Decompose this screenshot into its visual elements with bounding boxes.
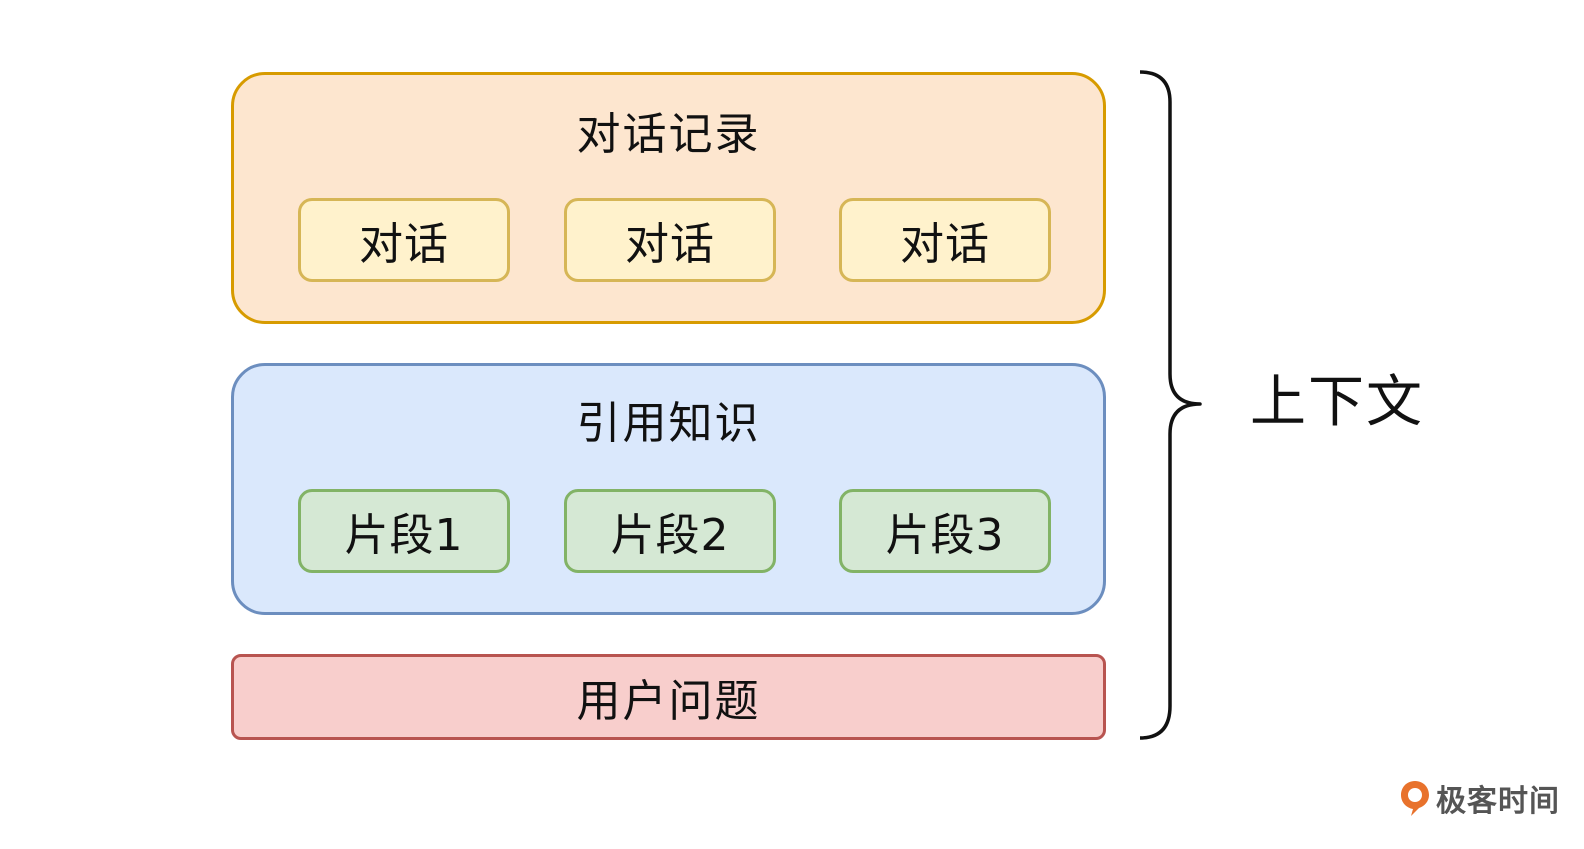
right-brace-icon (1140, 70, 1202, 740)
referenced-knowledge-group: 引用知识 片段1 片段2 片段3 (231, 363, 1106, 615)
conversation-record-group: 对话记录 对话 对话 对话 (231, 72, 1106, 324)
dialog-box-1: 对话 (298, 198, 510, 282)
conversation-record-title: 对话记录 (576, 109, 761, 160)
geektime-logo-text: 极客时间 (1436, 784, 1560, 819)
snippet-box-1: 片段1 (298, 489, 510, 573)
geektime-logo: 极客时间 (1398, 776, 1560, 820)
user-question-box: 用户问题 (231, 654, 1106, 740)
dialog-box-3: 对话 (839, 198, 1051, 282)
dialog-box-2: 对话 (564, 198, 776, 282)
geektime-logo-icon (1401, 781, 1429, 816)
snippet-box-3: 片段3 (839, 489, 1051, 573)
context-label: 上下文 (1250, 370, 1424, 435)
snippet-box-2: 片段2 (564, 489, 776, 573)
referenced-knowledge-title: 引用知识 (576, 398, 761, 449)
